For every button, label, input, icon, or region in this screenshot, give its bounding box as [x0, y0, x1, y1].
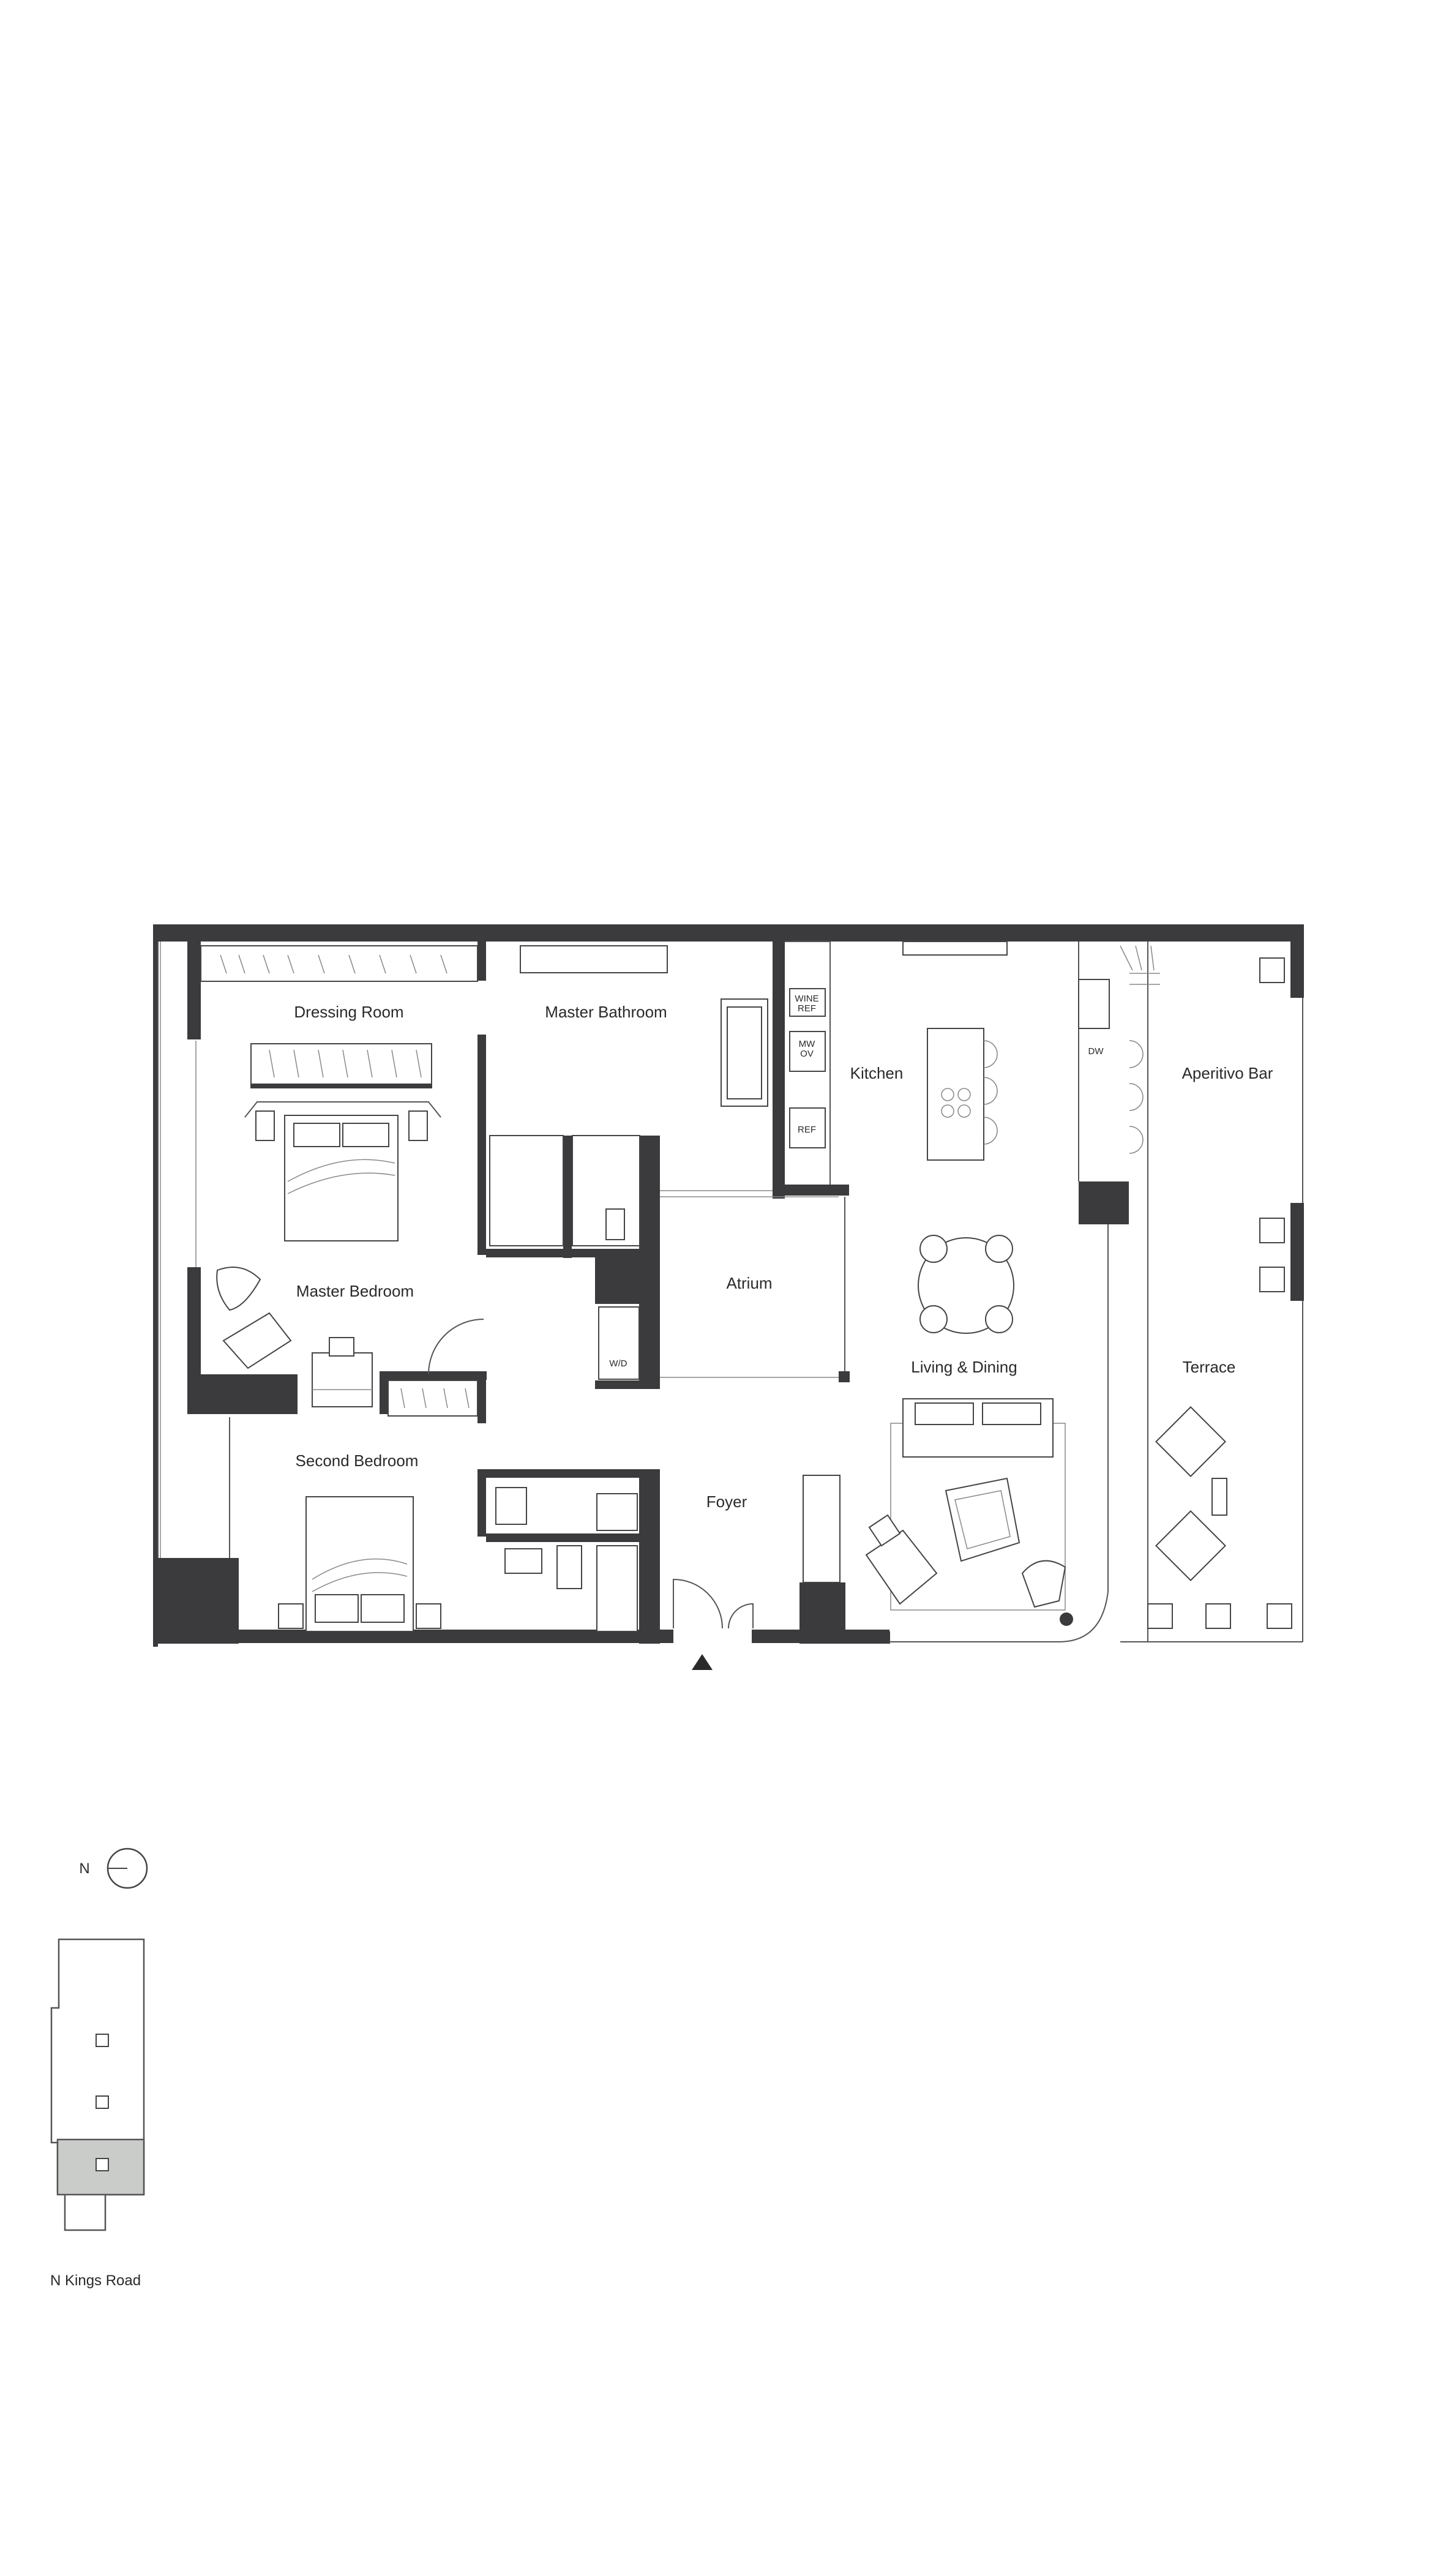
label-atrium: Atrium	[726, 1274, 772, 1292]
label-terrace: Terrace	[1183, 1358, 1236, 1376]
label-master-bedroom: Master Bedroom	[296, 1282, 414, 1300]
label-kitchen: Kitchen	[850, 1064, 904, 1082]
label-second-bedroom: Second Bedroom	[296, 1451, 419, 1470]
label-ref: REF	[798, 1125, 816, 1135]
appliance-labels: WINE REF MW OV REF DW W/D	[609, 994, 1104, 1369]
label-aperitivo-bar: Aperitivo Bar	[1182, 1064, 1273, 1082]
north-label: N	[79, 1860, 89, 1877]
label-wine-ref-1: WINE	[795, 994, 818, 1004]
furniture	[200, 941, 1292, 1670]
label-living-dining: Living & Dining	[911, 1358, 1017, 1376]
street-label: N Kings Road	[50, 2272, 141, 2289]
walls	[153, 924, 1304, 1647]
label-master-bathroom: Master Bathroom	[545, 1003, 667, 1021]
label-foyer: Foyer	[706, 1492, 747, 1511]
label-dressing-room: Dressing Room	[294, 1003, 403, 1021]
label-mw-ov-2: OV	[800, 1049, 814, 1059]
label-dw: DW	[1088, 1046, 1104, 1057]
room-labels: Dressing Room Master Bathroom Kitchen Ap…	[294, 1003, 1273, 1511]
label-mw-ov-1: MW	[799, 1039, 815, 1049]
key-plan: N N Kings Road	[50, 1848, 148, 2289]
glazing-lines	[157, 941, 1303, 1642]
label-wine-ref-2: REF	[798, 1003, 816, 1014]
label-wd: W/D	[609, 1358, 627, 1369]
